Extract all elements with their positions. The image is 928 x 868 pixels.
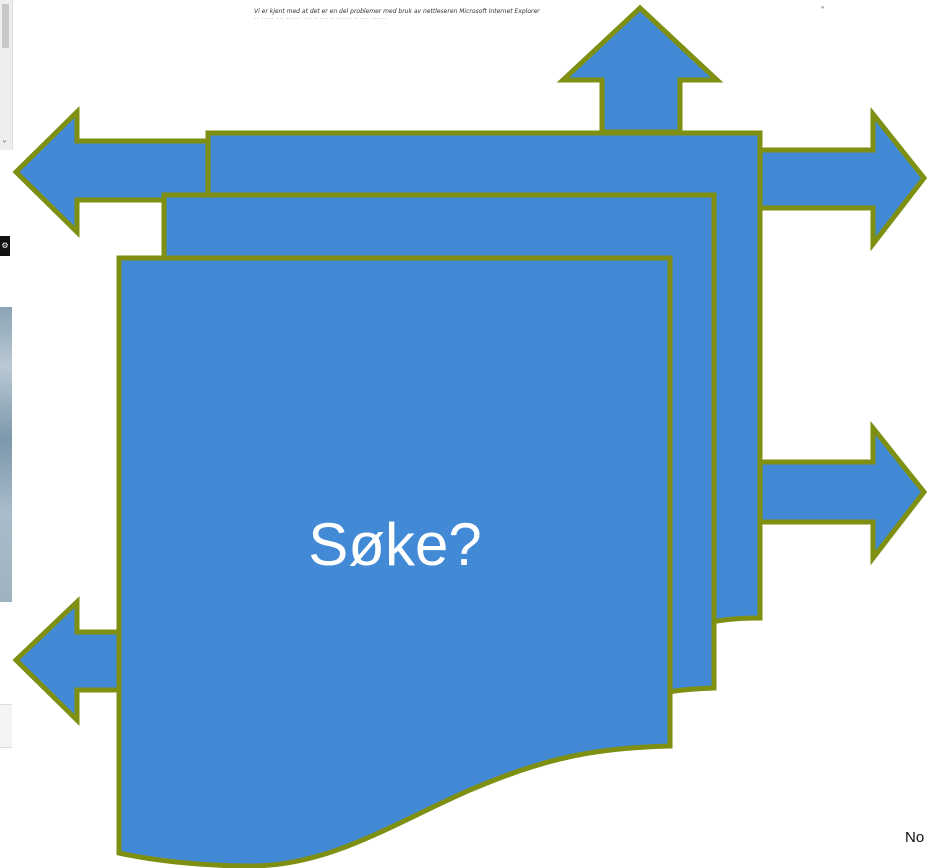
arrow-left-bottom bbox=[16, 602, 122, 720]
diagram-label: Søke? bbox=[120, 510, 670, 580]
arrow-right-middle bbox=[760, 428, 924, 558]
arrow-right-top bbox=[760, 114, 924, 244]
arrow-up bbox=[563, 8, 717, 132]
